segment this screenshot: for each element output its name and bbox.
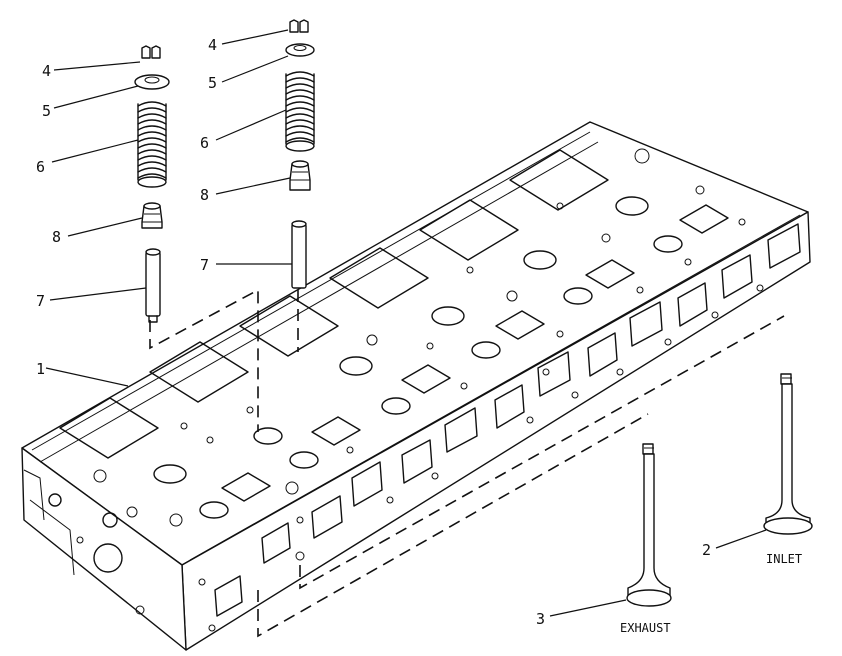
valve-guide-right bbox=[291, 220, 307, 289]
head-end-face bbox=[21, 447, 187, 651]
inlet-valve bbox=[763, 373, 813, 535]
left-valve-stack bbox=[134, 45, 170, 323]
exhaust-assembly-line bbox=[257, 413, 649, 638]
callout-inlet-valve: 2 bbox=[702, 541, 711, 559]
callout-labels: 1 2 3 4 4 5 5 6 6 7 7 8 8 bbox=[36, 36, 711, 628]
head-end-edge bbox=[23, 469, 75, 576]
valve-keeper-right bbox=[289, 19, 309, 33]
callout-guide-left: 7 bbox=[36, 292, 45, 310]
valve-seats bbox=[153, 196, 683, 519]
valve-seal-left bbox=[141, 202, 163, 229]
right-valve-stack bbox=[285, 19, 315, 289]
callout-keeper-left: 4 bbox=[42, 62, 51, 80]
head-front-top-edge bbox=[189, 214, 801, 561]
caption-exhaust: EXHAUST bbox=[620, 621, 671, 635]
end-bolt-hole bbox=[102, 512, 118, 528]
cylinder-head bbox=[21, 121, 811, 651]
head-rim-line bbox=[31, 131, 599, 463]
spring-retainer-right bbox=[285, 43, 315, 57]
exhaust-valve bbox=[626, 443, 672, 607]
caption-inlet: INLET bbox=[766, 552, 802, 566]
deck-ports bbox=[221, 204, 729, 502]
spring-retainer-left bbox=[134, 74, 170, 90]
inlet-assembly-line bbox=[299, 315, 785, 590]
callout-spring-right: 6 bbox=[200, 134, 209, 152]
callout-guide-right: 7 bbox=[200, 256, 209, 274]
captions: INLET EXHAUST bbox=[620, 552, 802, 635]
valve-keeper-left bbox=[141, 45, 161, 59]
assembly-lines bbox=[149, 288, 785, 638]
callout-spring-left: 6 bbox=[36, 158, 45, 176]
valve-spring-right bbox=[285, 71, 315, 152]
callout-retainer-left: 5 bbox=[42, 102, 51, 120]
callout-seal-left: 8 bbox=[52, 228, 61, 246]
valve-spring-left bbox=[137, 101, 167, 188]
callout-seal-right: 8 bbox=[200, 186, 209, 204]
end-port-hole bbox=[93, 543, 123, 573]
callout-head: 1 bbox=[36, 360, 45, 378]
deck-bolt-holes bbox=[93, 148, 746, 527]
callout-keeper-right: 4 bbox=[208, 36, 217, 54]
end-small-hole bbox=[76, 536, 84, 544]
callout-exhaust-valve: 3 bbox=[536, 610, 545, 628]
valve-guide-left bbox=[145, 248, 161, 323]
rocker-pockets bbox=[59, 149, 609, 459]
valve-seal-right bbox=[289, 160, 311, 191]
callout-retainer-right: 5 bbox=[208, 74, 217, 92]
front-bolt-holes bbox=[198, 284, 764, 632]
end-small-hole bbox=[135, 605, 145, 615]
end-bolt-hole bbox=[48, 493, 62, 507]
leader-lines bbox=[45, 29, 767, 617]
front-ports bbox=[214, 223, 801, 617]
